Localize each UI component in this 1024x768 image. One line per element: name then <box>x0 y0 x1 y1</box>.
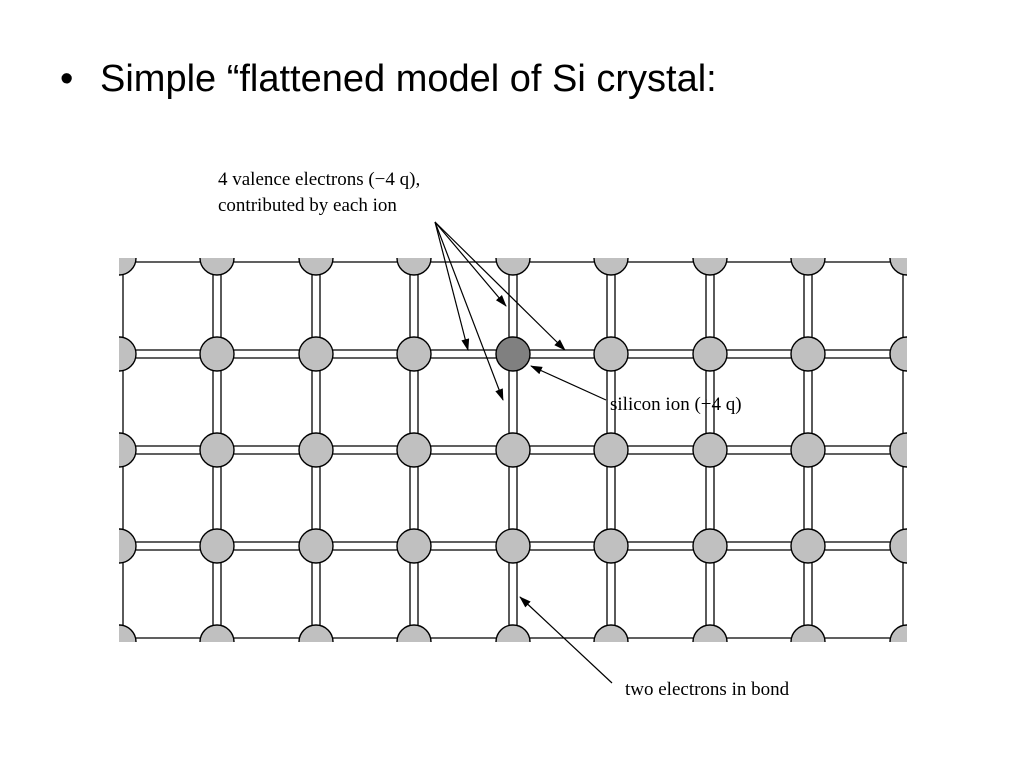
silicon-ion <box>593 432 629 468</box>
annotation-arrow <box>434 221 507 307</box>
silicon-ion <box>692 528 728 564</box>
silicon-ion <box>199 624 235 642</box>
highlighted-silicon-ion <box>495 336 531 372</box>
silicon-ion <box>889 336 907 372</box>
silicon-ion <box>199 258 235 276</box>
silicon-ion <box>790 258 826 276</box>
bullet-icon: • <box>60 58 74 100</box>
valence-label-line2: contributed by each ion <box>218 195 397 216</box>
crystal-lattice <box>119 258 907 642</box>
silicon-ion <box>790 336 826 372</box>
silicon-ion <box>396 624 432 642</box>
silicon-ion <box>396 258 432 276</box>
silicon-ion <box>790 432 826 468</box>
silicon-ion <box>199 432 235 468</box>
annotation-arrow <box>434 221 470 351</box>
annotation-arrows <box>434 221 613 684</box>
silicon-ion <box>889 624 907 642</box>
silicon-ion <box>790 528 826 564</box>
silicon-ion <box>298 624 334 642</box>
annotation-arrow <box>530 365 607 401</box>
silicon-ion <box>298 432 334 468</box>
silicon-ion <box>495 432 531 468</box>
silicon-ion <box>593 624 629 642</box>
bond-label: two electrons in bond <box>625 679 790 700</box>
silicon-ion <box>889 258 907 276</box>
silicon-ion <box>396 528 432 564</box>
silicon-ion <box>889 432 907 468</box>
silicon-ion <box>119 432 137 468</box>
silicon-ion <box>298 528 334 564</box>
silicon-ion <box>692 624 728 642</box>
annotation-arrow <box>434 221 504 401</box>
silicon-ion <box>495 624 531 642</box>
silicon-ion <box>889 528 907 564</box>
silicon-ion <box>119 624 137 642</box>
silicon-ion <box>790 624 826 642</box>
silicon-ion <box>593 528 629 564</box>
silicon-ion <box>298 258 334 276</box>
silicon-ion <box>119 528 137 564</box>
silicon-ion <box>593 336 629 372</box>
silicon-ion <box>119 258 137 276</box>
silicon-ion <box>298 336 334 372</box>
silicon-ion <box>396 336 432 372</box>
silicon-ion <box>495 528 531 564</box>
silicon-ion <box>396 432 432 468</box>
silicon-ion <box>692 258 728 276</box>
silicon-ion <box>199 528 235 564</box>
silicon-ion <box>692 336 728 372</box>
annotation-arrow <box>434 221 566 351</box>
silicon-ion <box>692 432 728 468</box>
silicon-ion <box>593 258 629 276</box>
valence-label-line1: 4 valence electrons (−4 q), <box>218 169 420 190</box>
silicon-ion <box>495 258 531 276</box>
title-text: Simple “flattened model of Si crystal: <box>100 58 717 100</box>
silicon-ion <box>119 336 137 372</box>
silicon-ion <box>199 336 235 372</box>
slide-title: • Simple “flattened model of Si crystal: <box>60 58 717 101</box>
annotation-arrow <box>519 596 613 684</box>
silicon-ion-label: silicon ion (+4 q) <box>610 394 742 415</box>
